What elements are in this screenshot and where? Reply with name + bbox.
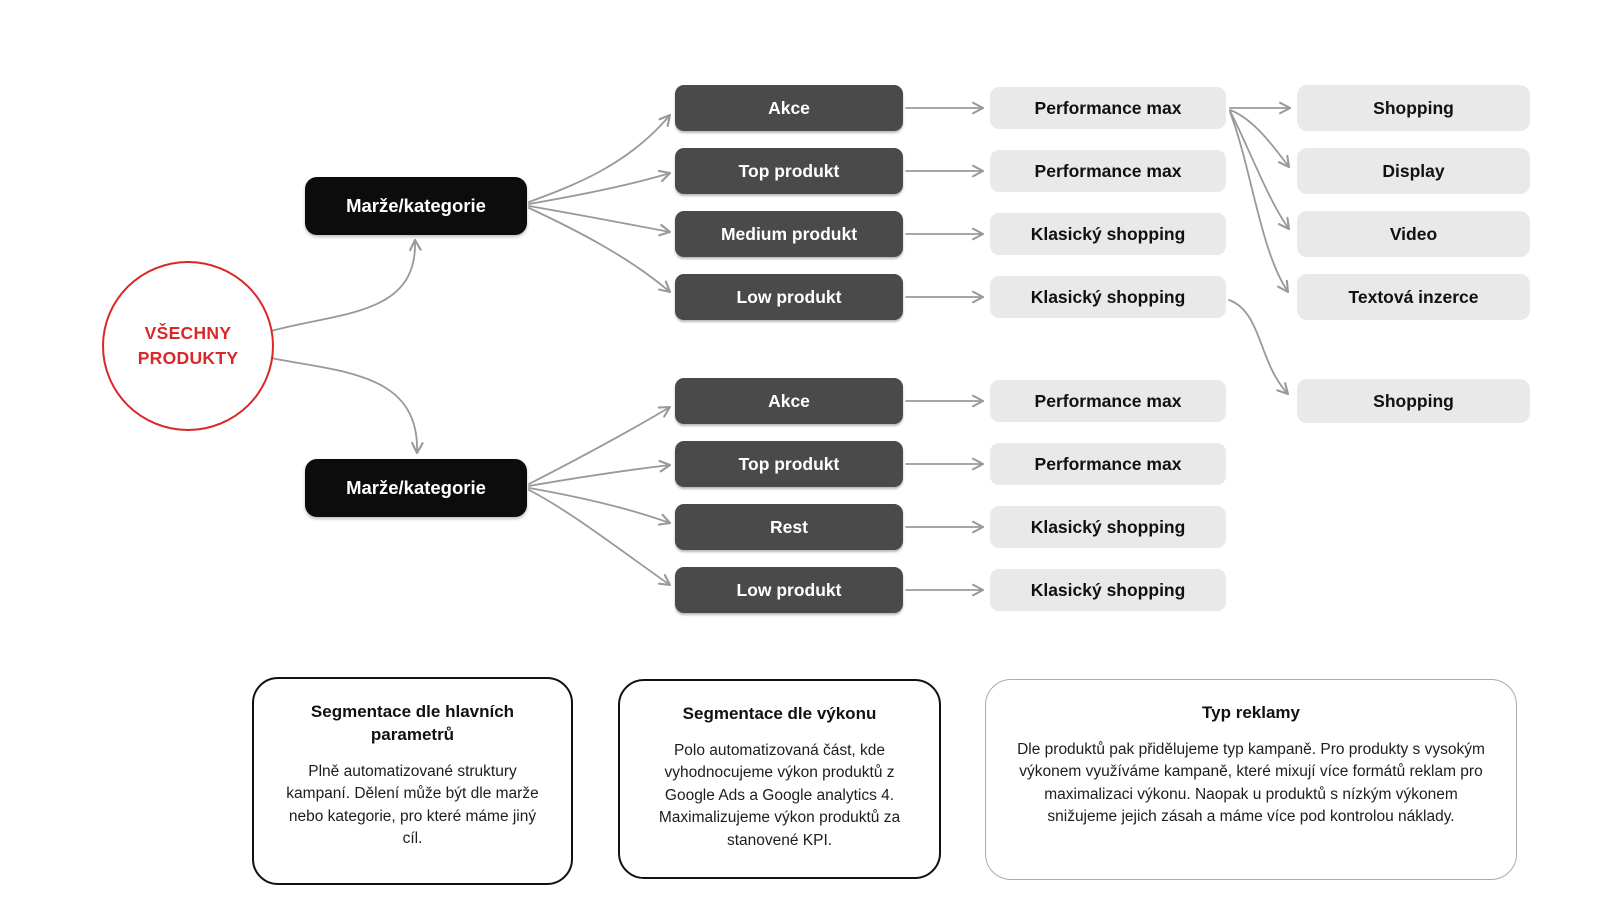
campaign-label: Klasický shopping [1030, 286, 1186, 307]
campaign-label: Performance max [1034, 97, 1182, 118]
format-node-display: Display [1297, 148, 1530, 194]
segment-node-top-top-produkt: Top produkt [675, 148, 903, 194]
card-body: Polo automatizovaná část, kde vyhodnocuj… [658, 741, 901, 849]
all-products-node: VŠECHNY PRODUKTY [102, 261, 274, 431]
segment-node-top-akce: Akce [675, 85, 903, 131]
campaign-label: Performance max [1034, 160, 1182, 181]
all-products-label-line2: PRODUKTY [137, 348, 239, 368]
legend-card-ad-type: Typ reklamy Dle produktů pak přidělujeme… [985, 679, 1517, 880]
format-label: Shopping [1373, 390, 1454, 411]
campaign-label: Klasický shopping [1030, 516, 1186, 537]
card-title: Segmentace dle hlavních parametrů [310, 702, 515, 744]
segment-label: Akce [768, 97, 810, 118]
format-node-video: Video [1297, 211, 1530, 257]
segment-label: Medium produkt [720, 223, 858, 244]
format-label: Video [1389, 223, 1438, 244]
campaign-label: Klasický shopping [1030, 579, 1186, 600]
segment-node-bottom-top-produkt: Top produkt [675, 441, 903, 487]
gate-node-top: Marže/kategorie [305, 177, 527, 235]
card-body: Dle produktů pak přidělujeme typ kampaně… [1017, 740, 1485, 826]
campaign-node-bottom-4: Klasický shopping [990, 569, 1226, 611]
segment-node-top-low-produkt: Low produkt [675, 274, 903, 320]
segment-label: Top produkt [738, 160, 840, 181]
campaign-node-top-3: Klasický shopping [990, 213, 1226, 255]
campaign-node-bottom-3: Klasický shopping [990, 506, 1226, 548]
legend-card-main-parameters: Segmentace dle hlavních parametrů Plně a… [252, 677, 573, 885]
format-node-shopping: Shopping [1297, 85, 1530, 131]
segment-label: Low produkt [736, 286, 842, 307]
format-label: Shopping [1373, 97, 1454, 118]
gate-node-bottom: Marže/kategorie [305, 459, 527, 517]
campaign-label: Klasický shopping [1030, 223, 1186, 244]
campaign-node-top-1: Performance max [990, 87, 1226, 129]
legend-card-performance: Segmentace dle výkonu Polo automatizovan… [618, 679, 941, 879]
card-body: Plně automatizované struktury kampaní. D… [286, 762, 539, 848]
segment-label: Top produkt [738, 453, 840, 474]
card-title: Typ reklamy [1202, 703, 1300, 722]
campaign-node-bottom-2: Performance max [990, 443, 1226, 485]
gate-label: Marže/kategorie [346, 195, 486, 216]
all-products-label-line1: VŠECHNY [144, 322, 232, 343]
campaign-node-bottom-1: Performance max [990, 380, 1226, 422]
segment-node-bottom-rest: Rest [675, 504, 903, 550]
format-label: Textová inzerce [1348, 286, 1479, 307]
format-label: Display [1382, 160, 1445, 181]
campaign-node-top-2: Performance max [990, 150, 1226, 192]
gate-label: Marže/kategorie [346, 477, 486, 498]
format-node-shopping-low: Shopping [1297, 379, 1530, 423]
campaign-node-top-4: Klasický shopping [990, 276, 1226, 318]
segment-label: Rest [770, 516, 808, 537]
segment-node-bottom-akce: Akce [675, 378, 903, 424]
campaign-label: Performance max [1034, 453, 1182, 474]
campaign-label: Performance max [1034, 390, 1182, 411]
segment-label: Akce [768, 390, 810, 411]
format-node-text-ads: Textová inzerce [1297, 274, 1530, 320]
segment-label: Low produkt [736, 579, 842, 600]
card-title: Segmentace dle výkonu [682, 704, 877, 723]
segment-node-top-medium-produkt: Medium produkt [675, 211, 903, 257]
segment-node-bottom-low-produkt: Low produkt [675, 567, 903, 613]
